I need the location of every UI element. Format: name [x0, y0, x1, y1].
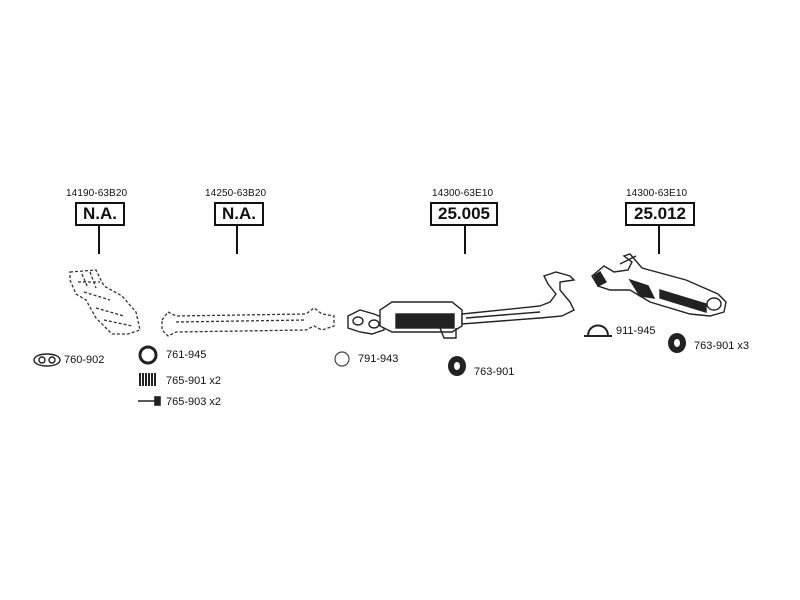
- intermediate-pipe-drawing[interactable]: [161, 307, 335, 337]
- ring-icon[interactable]: [138, 345, 158, 365]
- bolt-label: 765-903 x2: [166, 396, 222, 408]
- hanger-rear-icon[interactable]: [668, 333, 686, 353]
- rear-silencer-drawing[interactable]: [591, 253, 727, 317]
- code-box-1[interactable]: N.A.: [75, 202, 125, 226]
- center-muffler-drawing[interactable]: [347, 271, 576, 339]
- leader-line-3: [464, 226, 466, 254]
- spring-label: 765-901 x2: [166, 375, 222, 387]
- part-number-2: 14250-63B20: [205, 188, 267, 199]
- gasket-icon[interactable]: [33, 353, 61, 367]
- spring-icon[interactable]: [139, 373, 156, 386]
- leader-line-1: [98, 226, 100, 254]
- front-pipe-drawing[interactable]: [69, 269, 141, 335]
- code-box-2[interactable]: N.A.: [214, 202, 264, 226]
- clamp-icon[interactable]: [584, 324, 612, 337]
- part-number-4: 14300-63E10: [626, 188, 688, 199]
- ring-small-icon[interactable]: [334, 351, 350, 367]
- clamp-label: 911-945: [616, 325, 656, 337]
- ring-label: 761-945: [166, 349, 207, 361]
- bolt-icon[interactable]: [138, 396, 161, 406]
- gasket-label: 760-902: [64, 354, 105, 366]
- leader-line-2: [236, 226, 238, 254]
- leader-line-4: [658, 226, 660, 254]
- code-box-3[interactable]: 25.005: [430, 202, 498, 226]
- part-number-3: 14300-63E10: [432, 188, 494, 199]
- ring-small-label: 791-943: [358, 353, 399, 365]
- hanger-rear-label: 763-901 x3: [694, 340, 750, 352]
- code-box-4[interactable]: 25.012: [625, 202, 695, 226]
- hanger-label: 763-901: [474, 366, 515, 378]
- part-number-1: 14190-63B20: [66, 188, 128, 199]
- hanger-icon[interactable]: [448, 356, 466, 376]
